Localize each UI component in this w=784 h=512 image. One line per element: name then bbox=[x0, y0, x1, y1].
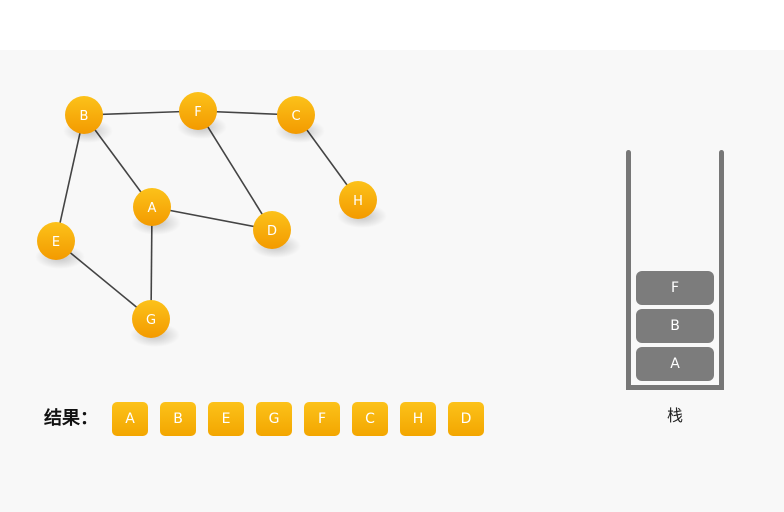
edge-A-D bbox=[151, 206, 273, 231]
node-label: A bbox=[148, 201, 157, 216]
graph-node-A: A bbox=[131, 188, 181, 235]
result-chip: B bbox=[160, 402, 196, 436]
graph-node-B: B bbox=[63, 96, 113, 143]
result-chip: H bbox=[400, 402, 436, 436]
graph-node-C: C bbox=[275, 96, 325, 143]
stack-item: B bbox=[636, 309, 714, 343]
result-label: 结果： bbox=[44, 408, 98, 429]
stack-item: A bbox=[636, 347, 714, 381]
result-chip: E bbox=[208, 402, 244, 436]
stack-wall-bottom bbox=[626, 385, 724, 390]
result-chip: F bbox=[304, 402, 340, 436]
node-circle bbox=[133, 188, 171, 226]
node-label: B bbox=[80, 109, 89, 124]
graph-node-E: E bbox=[35, 222, 85, 269]
edges bbox=[55, 110, 359, 320]
node-circle bbox=[253, 211, 291, 249]
stack-wall-left bbox=[626, 150, 631, 390]
result-chip: D bbox=[448, 402, 484, 436]
node-circle bbox=[132, 300, 170, 338]
result-chip: A bbox=[112, 402, 148, 436]
node-label: D bbox=[267, 224, 277, 239]
node-circle bbox=[277, 96, 315, 134]
graph-node-G: G bbox=[130, 300, 180, 347]
node-label: G bbox=[146, 313, 156, 328]
graph-node-F: F bbox=[177, 92, 227, 139]
edge-B-F bbox=[83, 110, 199, 116]
graph-node-D: D bbox=[251, 211, 301, 258]
node-label: H bbox=[353, 194, 363, 209]
node-label: C bbox=[291, 109, 300, 124]
node-label: E bbox=[52, 235, 60, 250]
nodes: B F C A D H E G bbox=[35, 92, 387, 347]
node-circle bbox=[65, 96, 103, 134]
node-label: F bbox=[194, 105, 201, 120]
node-circle bbox=[37, 222, 75, 260]
node-circle bbox=[179, 92, 217, 130]
stack-caption: 栈 bbox=[666, 406, 683, 425]
node-circle bbox=[339, 181, 377, 219]
stack-wall-right bbox=[719, 150, 724, 390]
result-chip: G bbox=[256, 402, 292, 436]
graph-node-H: H bbox=[337, 181, 387, 228]
result-chip: C bbox=[352, 402, 388, 436]
stack-item: F bbox=[636, 271, 714, 305]
